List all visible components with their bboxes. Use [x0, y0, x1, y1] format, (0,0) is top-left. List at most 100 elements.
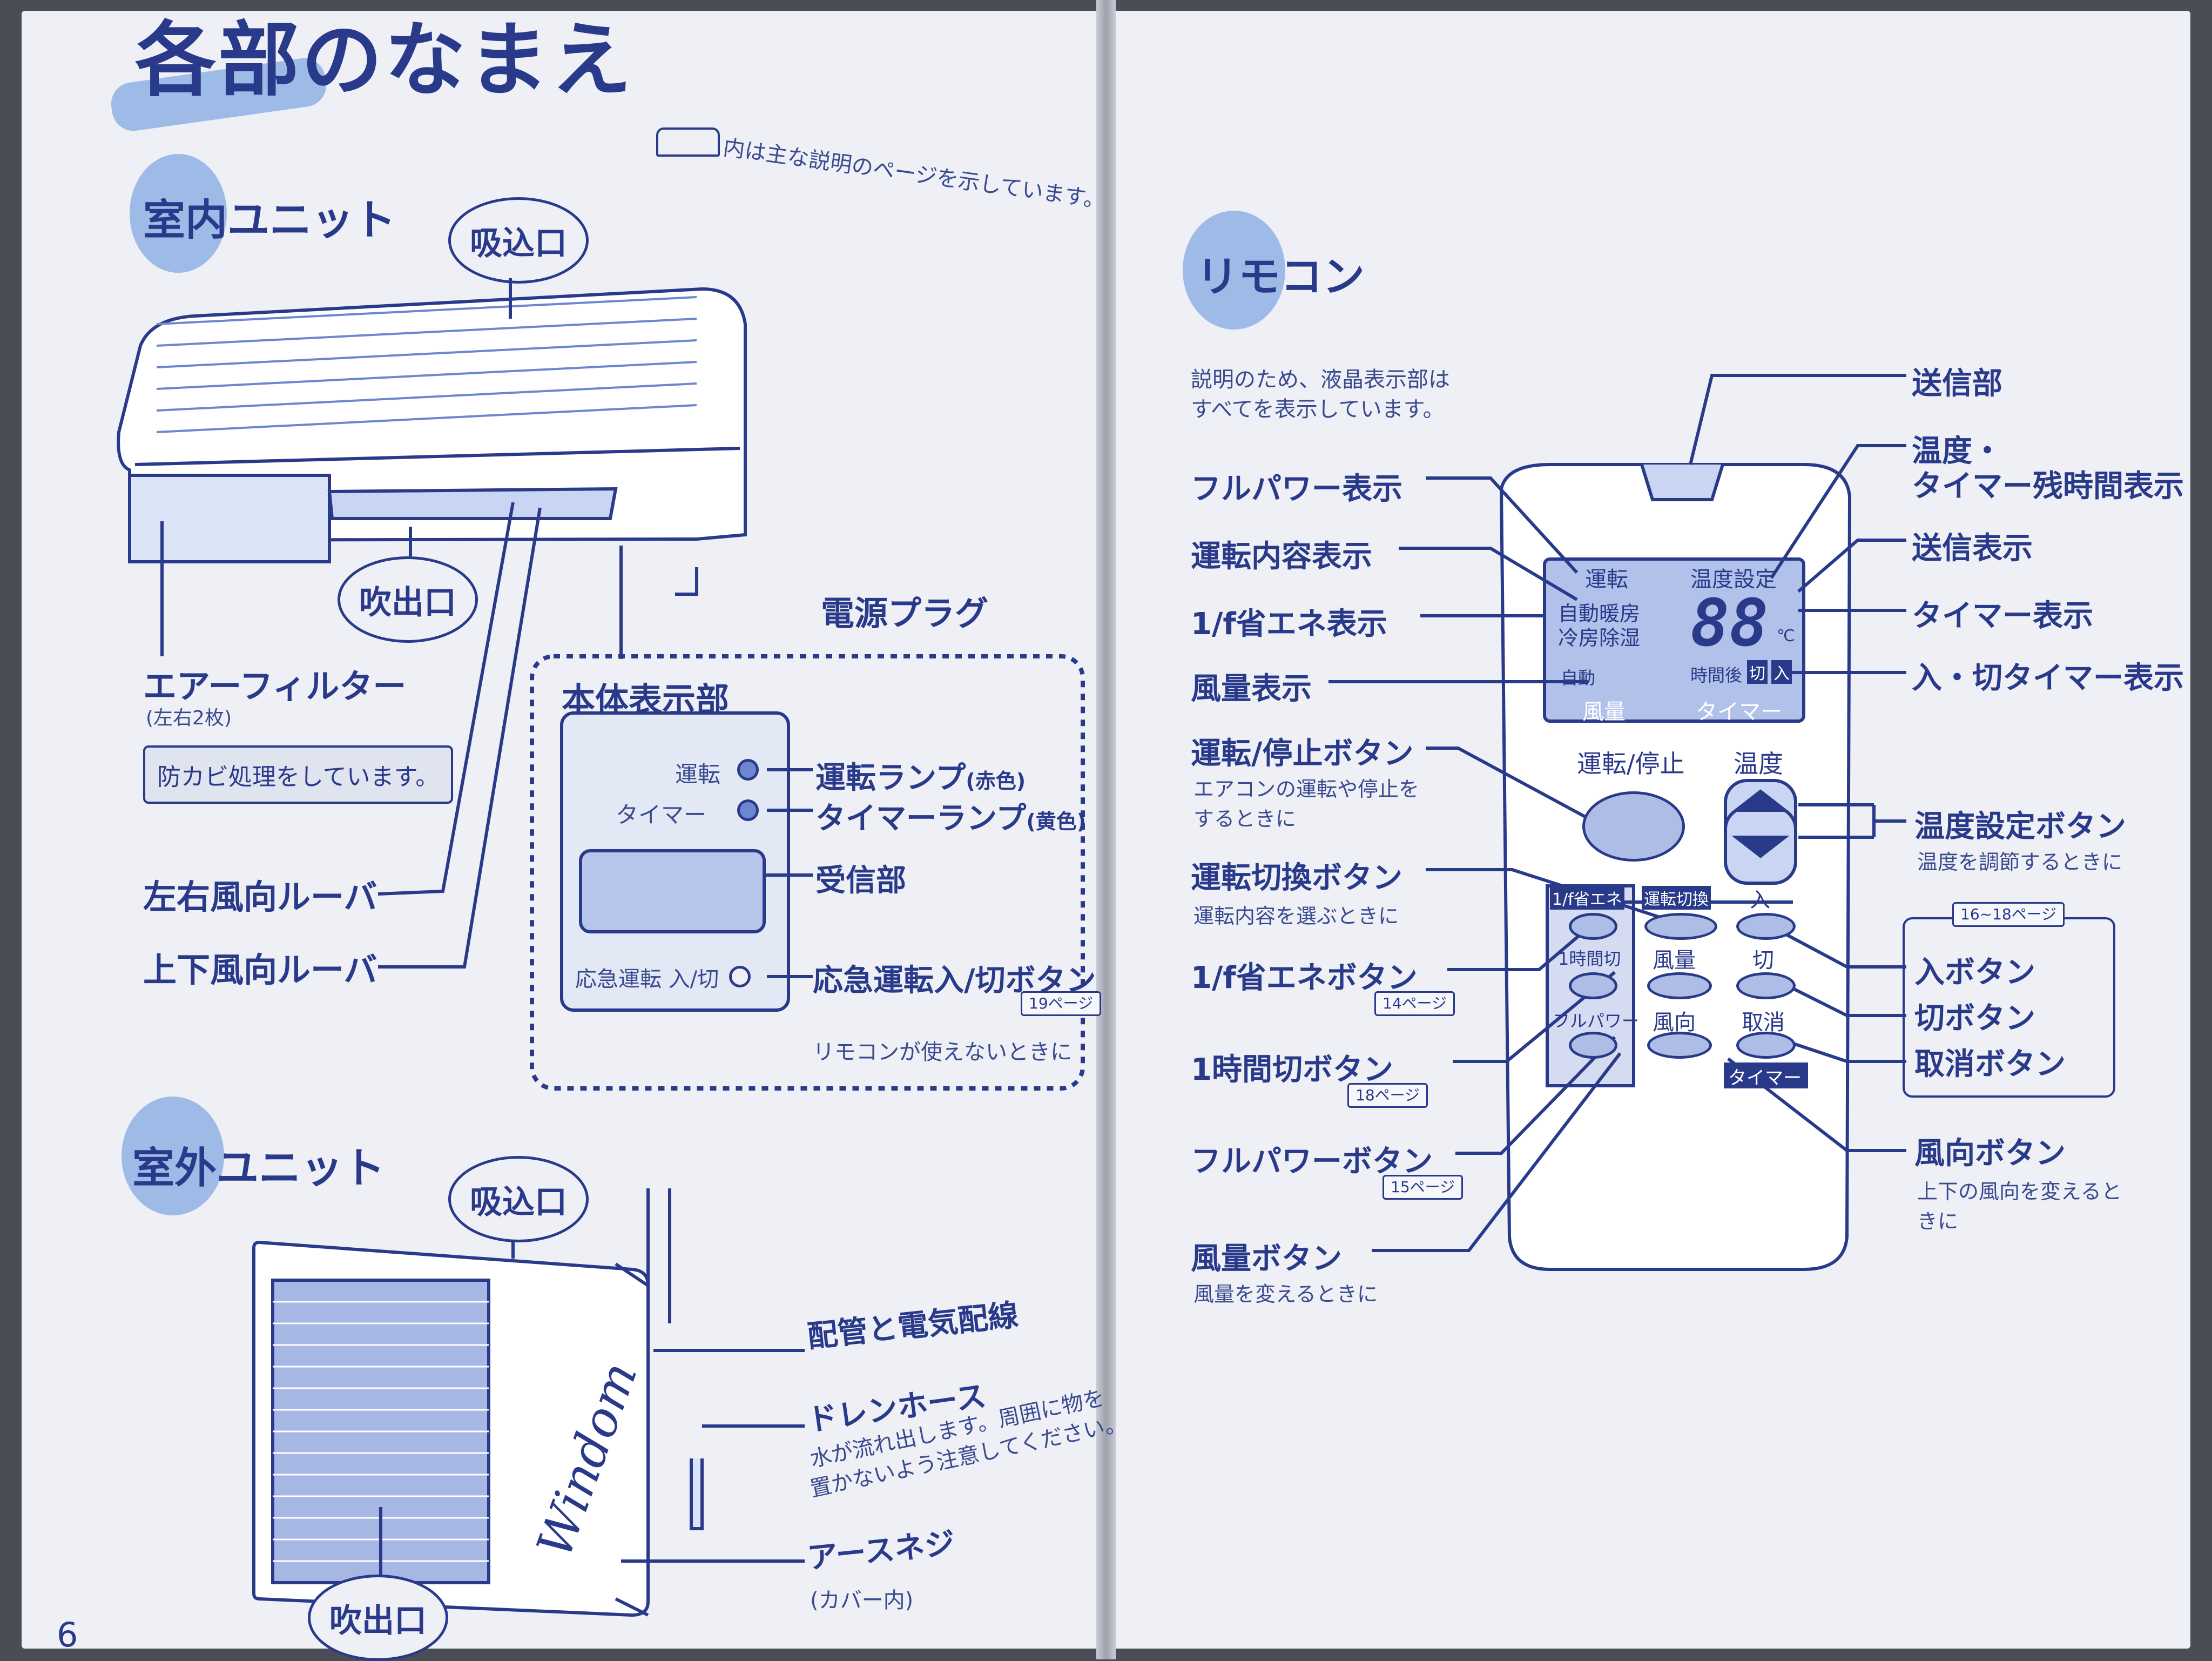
emergency-button-dot	[729, 966, 751, 987]
lcd-run: 運転	[1585, 567, 1628, 592]
timer-lamp-color: (黄色)	[1026, 810, 1087, 833]
lcd-fan: 風量	[1582, 700, 1626, 724]
off-button[interactable]	[1736, 972, 1796, 999]
mode-button-note: 運転内容を選ぶときに	[1193, 904, 1399, 928]
mode-switch-button[interactable]	[1644, 913, 1717, 940]
emergency-page-ref: 19ページ	[1021, 991, 1102, 1016]
eco-button-label: 1/f省エネボタン	[1191, 960, 1418, 996]
timer-page-ref: 16~18ページ	[1952, 902, 2065, 927]
lcd-unit: ℃	[1777, 627, 1795, 645]
remote-temp-text: 温度	[1734, 749, 1783, 778]
lcd-auto: 自動	[1561, 668, 1596, 688]
lr-louver-label: 左右風向ルーバ	[143, 877, 377, 917]
hour-off-page-ref: 18ページ	[1347, 1083, 1428, 1108]
remote-timer-text: タイマー	[1728, 1067, 1802, 1089]
fan-button-note: 風量を変えるときに	[1193, 1282, 1378, 1306]
on-button[interactable]	[1736, 913, 1796, 940]
eco-display-label: 1/f省エネ表示	[1191, 607, 1387, 642]
run-stop-note-1: エアコンの運転や停止を	[1193, 777, 1420, 801]
off-button-label: 切ボタン	[1914, 1001, 2035, 1036]
indoor-intake-bubble: 吸込口	[448, 197, 589, 284]
remote-run-stop-text: 運転/停止	[1577, 749, 1685, 778]
air-filter-note: (左右2枚)	[146, 707, 232, 729]
remote-cancel-text: 取消	[1742, 1010, 1785, 1035]
display-panel-heading: 本体表示部	[562, 680, 730, 719]
timer-lamp-label: タイマーランプ(黄色)	[815, 794, 1086, 838]
lcd-timer-after: 時間後	[1690, 665, 1743, 685]
remote-full-power-text: フルパワー	[1553, 1011, 1640, 1031]
remote-on-text: 入	[1750, 888, 1771, 912]
run-lamp-dot	[737, 759, 759, 781]
remote-lcd	[1543, 557, 1805, 723]
fan-button[interactable]	[1647, 972, 1712, 999]
fan-display-label: 風量表示	[1191, 671, 1312, 707]
intro-line-1: 説明のため、液晶表示部は	[1191, 367, 1450, 392]
lcd-on: 入	[1771, 660, 1792, 684]
indoor-heading: 室内ユニット	[143, 196, 396, 245]
cancel-button[interactable]	[1736, 1032, 1796, 1059]
fan-button-label: 風量ボタン	[1191, 1241, 1342, 1276]
lcd-temp-set: 温度設定	[1690, 567, 1777, 592]
temp-timer-display-label-2: タイマー残時間表示	[1912, 469, 2184, 504]
on-off-timer-display-label: 入・切タイマー表示	[1912, 661, 2184, 696]
mold-note-box: 防カビ処理をしています。	[143, 745, 454, 804]
hour-off-button-label: 1時間切ボタン	[1191, 1052, 1393, 1087]
page-number: 6	[57, 1615, 78, 1655]
temp-button-note: 温度を調節するときに	[1917, 850, 2123, 874]
full-power-button[interactable]	[1569, 1032, 1617, 1059]
lcd-auto-heat: 自動暖房	[1558, 602, 1641, 626]
run-lamp-name: 運転ランプ	[815, 761, 966, 796]
indoor-heading-blob	[130, 154, 227, 273]
indoor-outlet-bubble: 吹出口	[338, 556, 478, 643]
hour-off-button[interactable]	[1569, 972, 1617, 999]
indoor-outlet-label: 吹出口	[359, 583, 456, 622]
outdoor-outlet-label: 吹出口	[329, 1602, 427, 1640]
lcd-off: 切	[1747, 660, 1768, 684]
direction-button[interactable]	[1647, 1032, 1712, 1059]
outdoor-intake-label: 吸込口	[470, 1183, 567, 1221]
remote-hour-off-text: 1時間切	[1558, 949, 1621, 969]
eco-page-ref: 14ページ	[1374, 991, 1455, 1016]
direction-note-1: 上下の風向を変えると	[1917, 1180, 2122, 1203]
run-lamp-label: 運転ランプ(赤色)	[815, 754, 1026, 797]
remote-heading-blob	[1183, 211, 1285, 329]
remote-eco-text: 1/f省エネ	[1550, 886, 1624, 910]
remote-off-text: 切	[1752, 948, 1774, 973]
ud-louver-label: 上下風向ルーバ	[143, 950, 377, 990]
panel-run-text: 運転	[675, 761, 721, 788]
mode-button-label: 運転切換ボタン	[1191, 860, 1402, 896]
remote-heading: リモコン	[1196, 253, 1365, 301]
timer-lamp-name: タイマーランプ	[815, 801, 1027, 836]
remote-direction-text: 風向	[1653, 1010, 1696, 1035]
full-power-button-label: フルパワーボタン	[1191, 1144, 1433, 1179]
remote-fan-text: 風量	[1653, 948, 1696, 973]
on-button-label: 入ボタン	[1914, 955, 2035, 990]
outdoor-outlet-bubble: 吹出口	[308, 1575, 448, 1661]
timer-display-label: タイマー表示	[1912, 599, 2093, 634]
temp-button-label: 温度設定ボタン	[1914, 809, 2126, 844]
run-stop-note-2: するときに	[1193, 807, 1297, 831]
cancel-button-label: 取消ボタン	[1914, 1047, 2066, 1082]
lcd-digits: 88	[1690, 586, 1769, 661]
full-power-display-label: フルパワー表示	[1191, 472, 1402, 507]
direction-note-2: きに	[1917, 1209, 1959, 1233]
run-stop-button[interactable]	[1582, 791, 1685, 862]
send-display-label: 送信表示	[1912, 531, 2033, 566]
outdoor-heading-blob	[122, 1097, 224, 1215]
page-title: 各部のなまえ	[135, 14, 635, 107]
intro-line-2: すべてを表示しています。	[1191, 397, 1445, 422]
panel-timer-text: タイマー	[616, 802, 707, 828]
page-ref-legend-icon	[656, 127, 720, 157]
book-gutter	[1096, 0, 1116, 1659]
transmitter-label: 送信部	[1912, 366, 2002, 401]
lcd-timer: タイマー	[1696, 700, 1782, 724]
receiver-label: 受信部	[815, 863, 906, 898]
indoor-intake-label: 吸込口	[470, 224, 567, 263]
timer-lamp-dot	[737, 799, 759, 821]
direction-button-label: 風向ボタン	[1914, 1136, 2066, 1171]
lcd-cool-dry: 冷房除湿	[1558, 626, 1641, 650]
eco-button[interactable]	[1569, 913, 1617, 940]
